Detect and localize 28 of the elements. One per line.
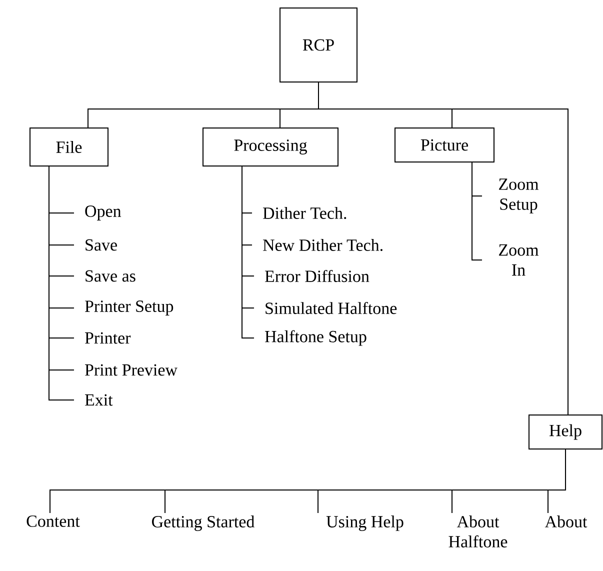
tree-connector bbox=[318, 82, 568, 415]
menu-item: Exit bbox=[84, 394, 113, 406]
menu-item: About Halftone bbox=[448, 516, 508, 548]
menu-box: Processing bbox=[202, 128, 338, 166]
menu-item: Dither Tech. bbox=[263, 207, 346, 220]
menu-box: RCP bbox=[280, 8, 358, 82]
menu-item: Getting Started bbox=[152, 516, 254, 531]
menu-box: Help bbox=[528, 414, 602, 450]
menu-box: File bbox=[30, 128, 108, 166]
tree-connector bbox=[548, 449, 566, 514]
menu-item: Save bbox=[86, 239, 117, 251]
tree-connector bbox=[472, 162, 482, 260]
menu-item: Save as bbox=[86, 270, 136, 282]
menu-item: Printer bbox=[84, 332, 131, 344]
menu-box: Picture bbox=[394, 128, 494, 162]
menu-item: Simulated Halftone bbox=[266, 302, 397, 314]
menu-item: Zoom In bbox=[499, 244, 539, 276]
menu-item: Using Help bbox=[326, 516, 404, 531]
tree-connector bbox=[242, 166, 254, 338]
menu-item: New Dither Tech. bbox=[263, 239, 382, 252]
menu-item: Zoom Setup bbox=[499, 178, 539, 214]
menu-item: Error Diffusion bbox=[265, 270, 370, 282]
menu-item: Printer Setup bbox=[84, 300, 174, 316]
menu-item: About bbox=[544, 516, 588, 528]
menu-item: Open bbox=[85, 206, 122, 220]
menu-item: Halftone Setup bbox=[265, 330, 366, 346]
menu-item: Content bbox=[26, 516, 80, 527]
menu-item: Print Preview bbox=[84, 364, 178, 376]
